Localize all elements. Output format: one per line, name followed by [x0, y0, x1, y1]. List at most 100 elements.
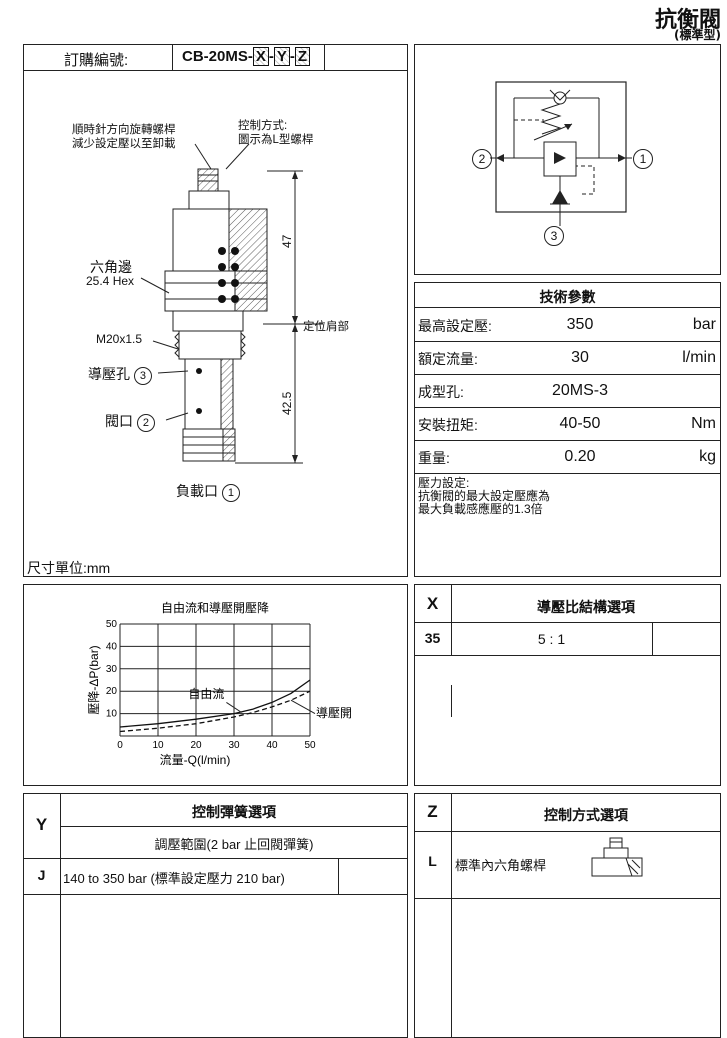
option-y-code-divider: [60, 793, 61, 1038]
order-code-y: Y: [273, 47, 290, 66]
option-x-stub: [451, 685, 452, 717]
chart-y-tick-label: 30: [106, 664, 118, 675]
option-y-row-divider: [23, 894, 408, 895]
valve-port-number: 2: [136, 414, 155, 432]
option-z-letter: Z: [427, 802, 438, 821]
chart-x-tick-label: 30: [228, 740, 240, 751]
order-code-x: X: [252, 47, 269, 66]
option-x-row-desc: 5 : 1: [537, 631, 566, 647]
option-y-row-code: J: [37, 867, 46, 883]
load-port-number: 1: [221, 484, 240, 502]
locating-shoulder-label: 定位肩部: [303, 321, 349, 333]
order-sep-2: -: [289, 48, 295, 65]
spec-unit: Nm: [691, 415, 716, 432]
order-code-prefix: CB-20MS-: [182, 48, 253, 65]
spec-value: 350: [566, 316, 594, 333]
option-z-code-divider: [451, 793, 452, 1038]
chart-x-tick-label: 50: [304, 740, 316, 751]
spec-row-divider: [414, 407, 721, 408]
dim-47: 47: [280, 234, 294, 248]
chart-x-tick-label: 20: [190, 740, 202, 751]
option-x-row-divider: [414, 655, 721, 656]
option-x-header-divider: [414, 622, 721, 623]
specs-note-3: 最大負載感應壓的1.3倍: [418, 502, 543, 516]
order-row-divider: [23, 70, 408, 71]
callout-control-line-2: 圖示為L型螺桿: [238, 134, 314, 146]
chart-series-label-free-flow: 自由流: [188, 687, 224, 701]
order-code-z: Z: [294, 47, 311, 66]
option-y-panel: [23, 793, 408, 1038]
valve-cross-section: [140, 143, 323, 464]
order-sep-1: -: [268, 48, 274, 65]
option-z-row-desc: 標準內六角螺桿: [455, 858, 547, 873]
option-y-header-divider: [60, 826, 408, 827]
option-z-panel: [414, 793, 721, 1038]
option-z-row-divider: [414, 898, 721, 899]
spec-row-divider: [414, 473, 721, 474]
spec-label: 最高設定壓:: [418, 318, 492, 334]
pilot-port-label: 導壓孔 3: [88, 364, 152, 385]
schematic-port-2: 2: [472, 149, 492, 169]
dim-42-5: 42.5: [280, 391, 294, 415]
spec-unit: bar: [692, 316, 716, 333]
callout-adjust-line-1: 順時針方向旋轉螺桿: [72, 124, 176, 136]
option-y-row-desc: 140 to 350 bar (標準設定壓力 210 bar): [63, 871, 285, 886]
option-z-row-code: L: [428, 853, 437, 869]
spec-value: 30: [571, 349, 589, 366]
callout-adjust-line-2: 減少設定壓以至卸載: [72, 138, 176, 150]
unit-note: 尺寸單位:mm: [27, 560, 111, 576]
spec-label: 額定流量:: [418, 351, 478, 367]
specs-title-divider: [414, 307, 721, 308]
hex-screw-icon: [591, 837, 643, 877]
option-y-letter: Y: [35, 815, 48, 834]
hydraulic-schematic: [490, 81, 632, 226]
chart-panel: [23, 584, 408, 786]
chart-series-line-free-flow: [119, 679, 311, 728]
chart-y-tick-label: 10: [106, 709, 118, 720]
hex-size: 25.4 Hex: [86, 274, 135, 288]
option-x-code-divider: [451, 584, 452, 655]
order-divider-2: [324, 44, 325, 70]
spec-row-divider: [414, 374, 721, 375]
order-code: CB-20MS-X-Y-Z: [182, 47, 311, 66]
option-z-header-divider: [414, 831, 721, 832]
option-x-letter: X: [426, 594, 439, 613]
pilot-port-text: 導壓孔: [88, 366, 130, 382]
chart-y-tick-label: 20: [106, 686, 118, 697]
load-port-label: 負載口 1: [176, 481, 240, 502]
chart-title: 自由流和導壓開壓降: [161, 601, 269, 615]
option-y-sub-divider: [23, 858, 408, 859]
option-y-subtitle: 調壓範圍(2 bar 止回閥彈簧): [154, 837, 314, 852]
specs-note-2: 抗衡閥的最大設定壓應為: [418, 489, 551, 503]
spec-label: 重量:: [418, 450, 450, 466]
load-port-text: 負載口: [176, 483, 218, 499]
chart-leader-pilot-open: [290, 699, 316, 715]
valve-port-text: 閥口: [105, 413, 133, 429]
pilot-port-number: 3: [133, 367, 152, 385]
spec-unit: kg: [699, 448, 716, 465]
spec-label: 成型孔:: [418, 384, 464, 400]
spec-unit: l/min: [682, 349, 716, 366]
chart-leader-free-flow: [226, 701, 242, 713]
option-x-desc-divider: [652, 622, 653, 655]
order-divider-1: [172, 44, 173, 70]
option-z-title: 控制方式選項: [544, 807, 628, 823]
spec-value: 40-50: [559, 415, 601, 432]
option-x-panel: [414, 584, 721, 786]
page-title: 抗衡閥: [654, 8, 721, 33]
spec-row-divider: [414, 440, 721, 441]
thread-spec: M20x1.5: [96, 332, 143, 346]
valve-port-label: 閥口 2: [105, 411, 155, 432]
specs-note-1: 壓力設定:: [418, 476, 470, 490]
chart-x-tick-label: 10: [152, 740, 164, 751]
specs-title: 技術參數: [539, 289, 596, 305]
chart-x-tick-label: 0: [117, 740, 123, 751]
drawing-panel: [23, 44, 408, 577]
order-label: 訂購編號:: [64, 52, 129, 69]
chart-y-tick-label: 40: [106, 641, 118, 652]
schematic-port-1: 1: [633, 149, 653, 169]
page-subtitle: (標準型): [674, 28, 721, 42]
chart-y-tick-label: 50: [106, 619, 118, 630]
chart-x-axis-label: 流量-Q(l/min): [160, 753, 231, 767]
